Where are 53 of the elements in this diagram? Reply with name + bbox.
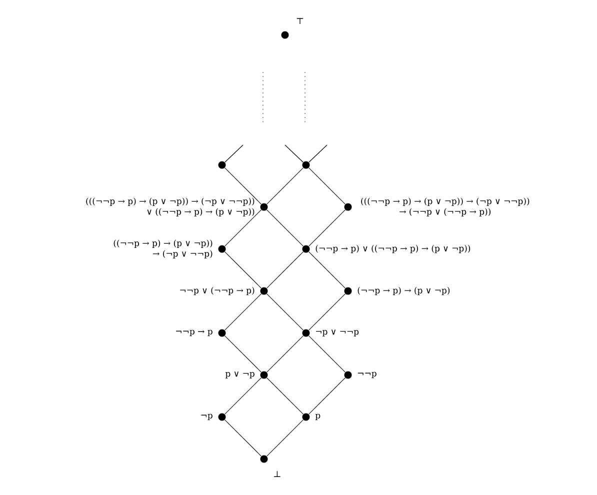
lattice-point	[302, 413, 310, 421]
lattice-line	[224, 335, 262, 372]
lattice-line	[266, 377, 304, 414]
lattice-line	[284, 144, 304, 163]
lattice-point	[260, 287, 268, 295]
lattice-point	[281, 31, 289, 39]
lattice-line	[224, 144, 244, 163]
formula-label: ((¬¬p → p) → (p ∨ ¬p)) → (¬p ∨ ¬¬p)	[114, 240, 212, 258]
lattice-line	[308, 144, 328, 163]
formula-label: ⊤	[296, 18, 304, 24]
formula-label: (((¬¬p → p) → (p ∨ ¬p)) → (¬p ∨ ¬¬p)) → (¬¬p ∨ (¬¬p → p))	[361, 198, 530, 216]
lattice-line	[266, 167, 304, 204]
lattice-line	[224, 251, 262, 288]
formula-label: ¬¬p	[358, 372, 376, 378]
lattice-line	[224, 167, 262, 204]
lattice-line	[308, 251, 346, 288]
lattice-point	[218, 413, 226, 421]
lattice-point	[218, 245, 226, 253]
formula-label: ⊥	[274, 471, 280, 477]
lattice-point	[302, 161, 310, 169]
lattice-line	[308, 335, 346, 372]
formula-label: ¬¬p → p	[176, 330, 212, 336]
lattice-point	[302, 329, 310, 337]
formula-label: p ∨ ¬p	[225, 372, 254, 378]
lattice-point	[260, 455, 268, 463]
lattice-line	[266, 251, 304, 288]
lattice-line	[266, 335, 304, 372]
lattice-point	[260, 203, 268, 211]
lattice-point	[218, 161, 226, 169]
lattice-line	[224, 209, 262, 246]
formula-label: ¬p ∨ ¬¬p	[316, 330, 359, 336]
lattice-line	[266, 419, 304, 456]
lattice-line	[308, 377, 346, 414]
formula-label: (¬¬p → p) → (p ∨ ¬p)	[358, 286, 450, 296]
lattice-line	[308, 167, 346, 204]
lattice-line	[266, 293, 304, 330]
formula-label: ¬p	[201, 414, 212, 420]
lattice-line	[308, 293, 346, 330]
lattice-point	[260, 371, 268, 379]
formula-label: (¬¬p → p) ∨ ((¬¬p → p) → (p ∨ ¬p))	[316, 244, 470, 254]
lattice-line	[266, 209, 304, 246]
formula-label: (((¬¬p → p) → (p ∨ ¬p)) → (¬p ∨ ¬¬p)) ∨ ((¬¬p → p) → (p ∨ ¬p))	[86, 198, 254, 216]
lattice-line	[224, 377, 262, 414]
lattice-line	[224, 293, 262, 330]
lattice-point	[302, 245, 310, 253]
lattice-point	[344, 371, 352, 379]
lattice-point	[218, 329, 226, 337]
lattice-point	[344, 287, 352, 295]
formula-label: p	[315, 414, 320, 420]
lattice-line	[308, 209, 346, 246]
formula-label: ¬¬p ∨ (¬¬p → p)	[180, 286, 254, 296]
lattice-point	[344, 203, 352, 211]
lattice-line	[224, 419, 262, 456]
